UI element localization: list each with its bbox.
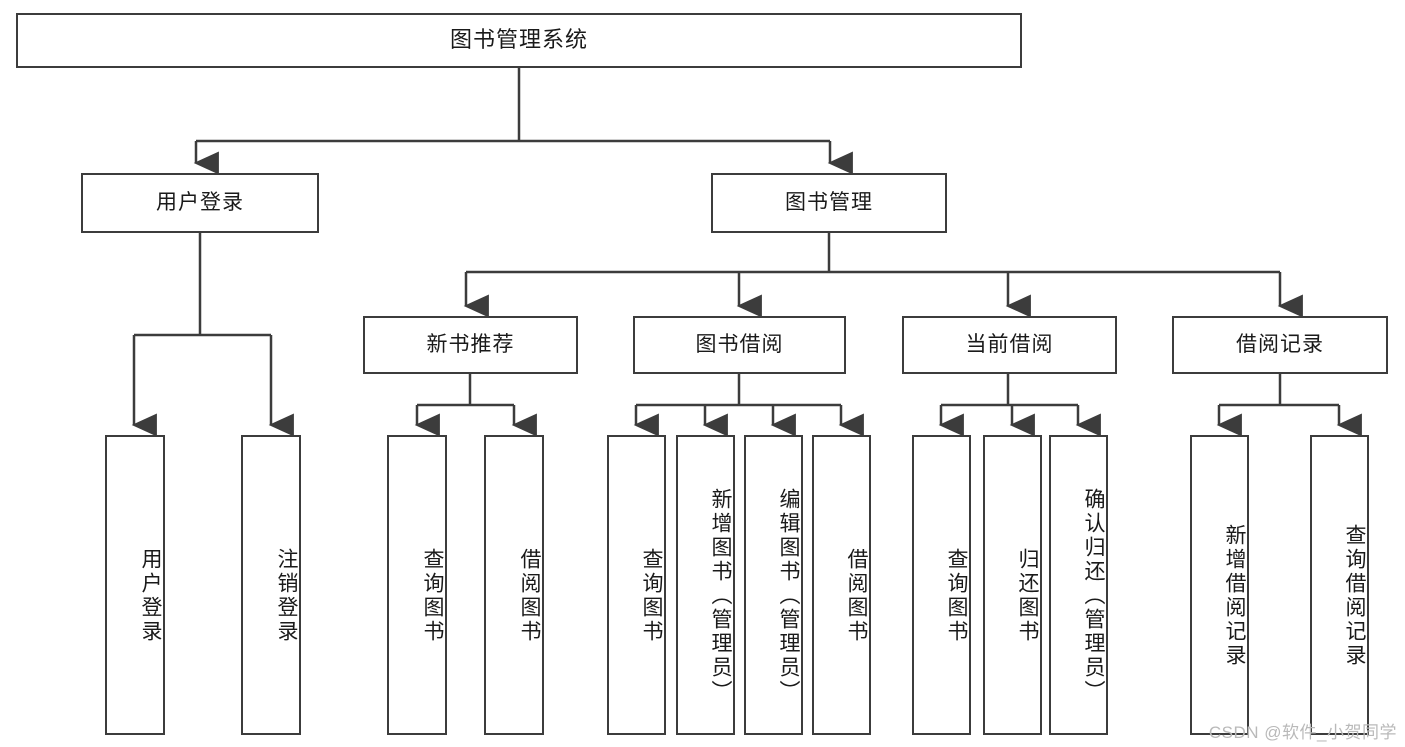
node-root[interactable]: 图书管理系统 xyxy=(16,13,1022,68)
node-new-book-recommend[interactable]: 新书推荐 xyxy=(363,316,578,374)
watermark-text: CSDN @软件_小贺同学 xyxy=(1208,723,1397,742)
leaf-bb-add-book-admin-label: 新增图书（管理员） xyxy=(709,488,732,704)
leaf-nbr-query-book[interactable]: 查询图书 xyxy=(387,435,447,735)
leaf-bb-query-book-label: 查询图书 xyxy=(640,548,663,644)
leaf-user-logout[interactable]: 注销登录 xyxy=(241,435,301,735)
leaf-bb-borrow-book[interactable]: 借阅图书 xyxy=(812,435,871,735)
leaf-br-query-record-label: 查询借阅记录 xyxy=(1343,524,1366,668)
leaf-cb-return-book-label: 归还图书 xyxy=(1016,548,1039,644)
leaf-br-query-record[interactable]: 查询借阅记录 xyxy=(1310,435,1369,735)
leaf-cb-confirm-return-admin-label: 确认归还（管理员） xyxy=(1082,488,1105,704)
node-book-borrow[interactable]: 图书借阅 xyxy=(633,316,846,374)
leaf-bb-query-book[interactable]: 查询图书 xyxy=(607,435,666,735)
leaf-cb-return-book[interactable]: 归还图书 xyxy=(983,435,1042,735)
node-book-borrow-label: 图书借阅 xyxy=(695,333,784,357)
node-new-book-recommend-label: 新书推荐 xyxy=(426,333,515,357)
leaf-user-logout-label: 注销登录 xyxy=(275,548,298,644)
leaf-nbr-query-book-label: 查询图书 xyxy=(421,548,444,644)
node-user-login[interactable]: 用户登录 xyxy=(81,173,319,233)
node-borrow-record[interactable]: 借阅记录 xyxy=(1172,316,1388,374)
leaf-cb-query-book[interactable]: 查询图书 xyxy=(912,435,971,735)
node-book-management-label: 图书管理 xyxy=(785,191,873,215)
leaf-bb-edit-book-admin-label: 编辑图书（管理员） xyxy=(777,488,800,704)
node-user-login-label: 用户登录 xyxy=(156,191,244,215)
leaf-bb-edit-book-admin[interactable]: 编辑图书（管理员） xyxy=(744,435,803,735)
leaf-br-add-record[interactable]: 新增借阅记录 xyxy=(1190,435,1249,735)
leaf-br-add-record-label: 新增借阅记录 xyxy=(1223,524,1246,668)
leaf-user-login-label: 用户登录 xyxy=(139,548,162,644)
leaf-bb-borrow-book-label: 借阅图书 xyxy=(845,548,868,644)
node-current-borrow[interactable]: 当前借阅 xyxy=(902,316,1117,374)
leaf-cb-confirm-return-admin[interactable]: 确认归还（管理员） xyxy=(1049,435,1108,735)
node-current-borrow-label: 当前借阅 xyxy=(965,333,1054,357)
leaf-nbr-borrow-book[interactable]: 借阅图书 xyxy=(484,435,544,735)
leaf-nbr-borrow-book-label: 借阅图书 xyxy=(518,548,541,644)
leaf-bb-add-book-admin[interactable]: 新增图书（管理员） xyxy=(676,435,735,735)
node-borrow-record-label: 借阅记录 xyxy=(1236,333,1324,357)
leaf-cb-query-book-label: 查询图书 xyxy=(945,548,968,644)
leaf-user-login[interactable]: 用户登录 xyxy=(105,435,165,735)
node-book-management[interactable]: 图书管理 xyxy=(711,173,947,233)
node-root-label: 图书管理系统 xyxy=(449,27,588,53)
